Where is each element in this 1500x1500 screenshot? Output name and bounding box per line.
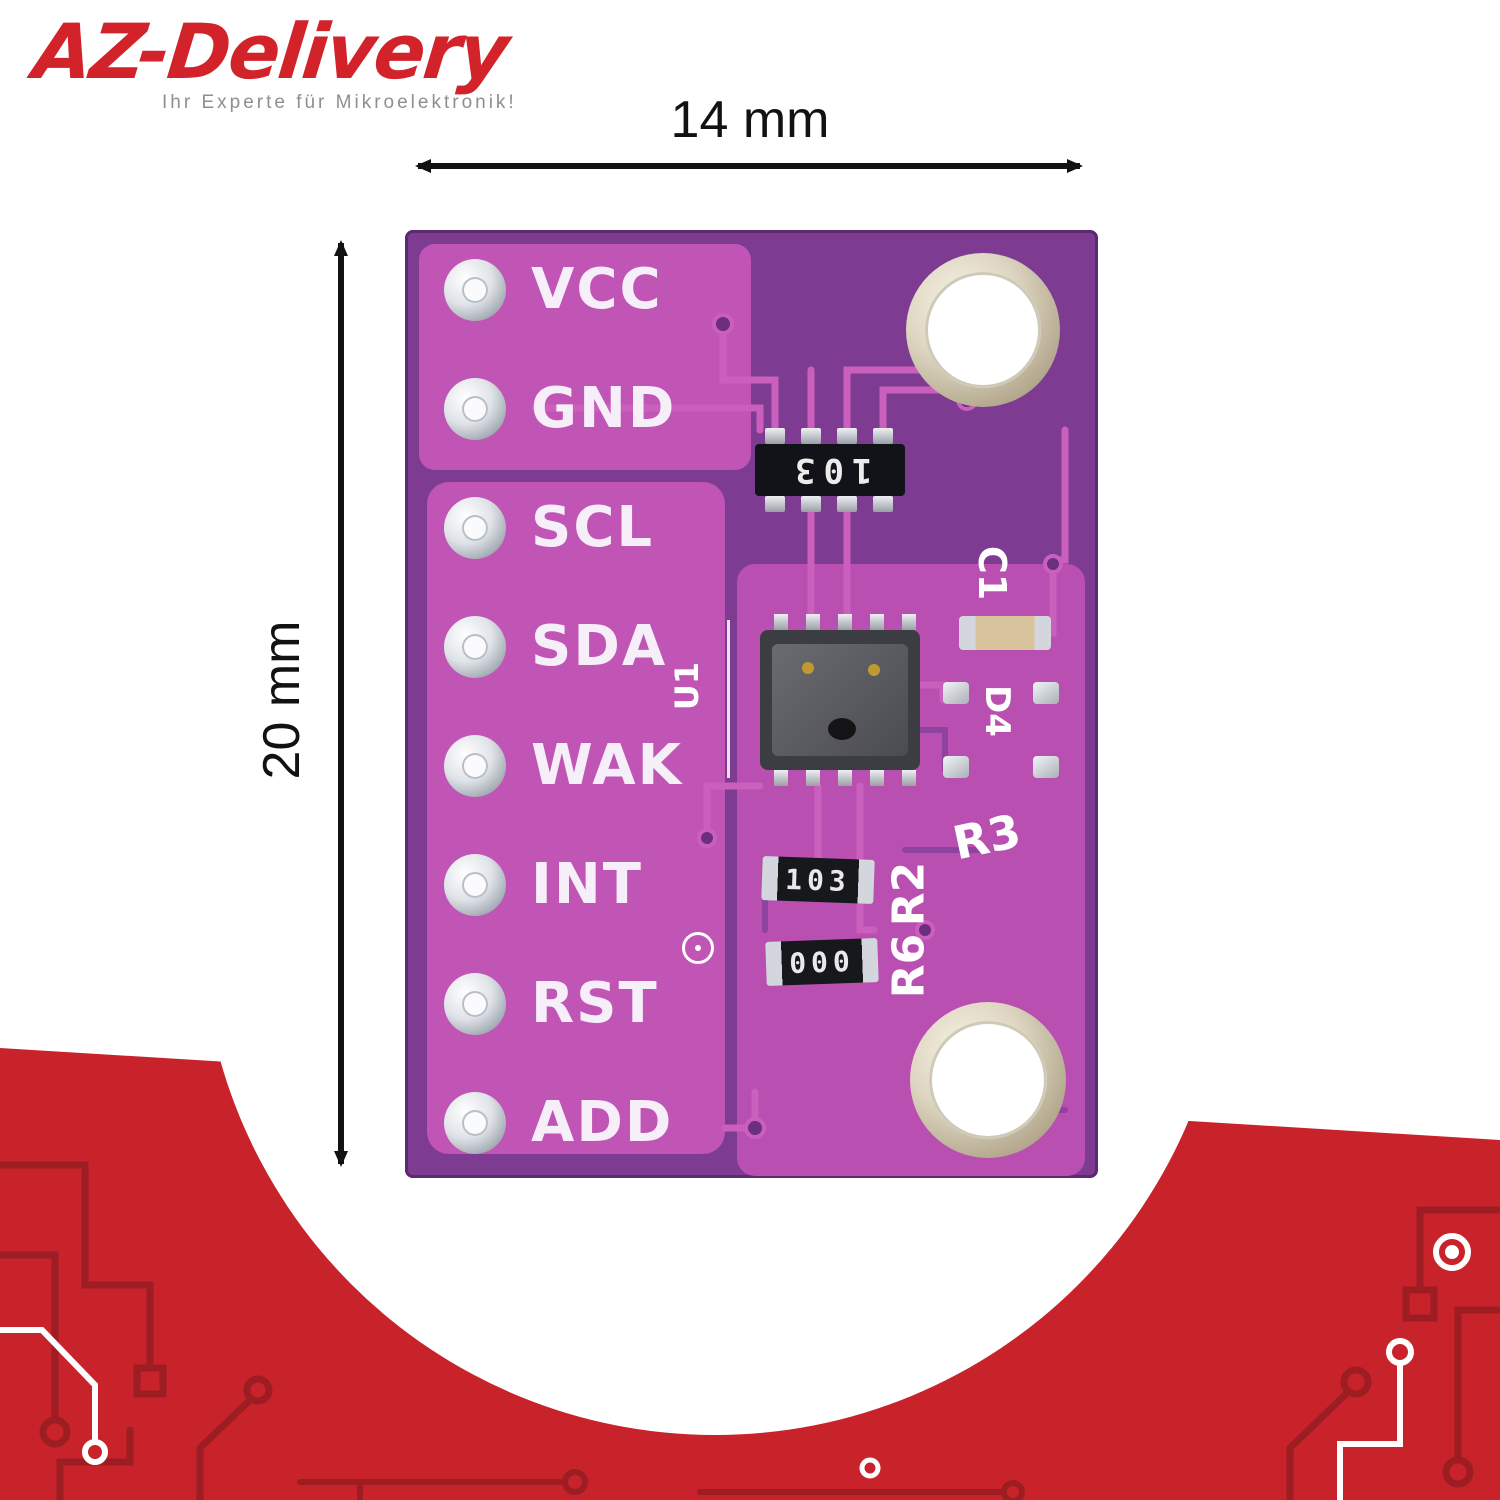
label-r6: R6 xyxy=(883,933,935,999)
solder-pad xyxy=(1033,682,1059,704)
label-d4: D4 xyxy=(976,685,1017,737)
resistor-network-marking: 103 xyxy=(787,450,873,490)
chip-pin xyxy=(774,614,788,630)
label-r3: R3 xyxy=(948,803,1026,871)
resistor-000-marking: 000 xyxy=(788,944,856,980)
circuit-traces-right xyxy=(1286,1206,1500,1500)
solder-pad xyxy=(1033,756,1059,778)
pin-label-gnd: GND xyxy=(531,376,677,441)
pin-bore xyxy=(462,634,488,660)
chip-pin xyxy=(902,770,916,786)
resistor-network: 103 xyxy=(755,444,905,496)
pin-bore xyxy=(462,991,488,1017)
chip-pin xyxy=(806,614,820,630)
chip-bond-dot xyxy=(868,664,880,676)
chip-pin xyxy=(838,614,852,630)
chip-pin xyxy=(870,614,884,630)
chip-gas-port xyxy=(828,718,856,740)
network-lead xyxy=(873,496,893,512)
pin-label-int: INT xyxy=(531,852,643,917)
solder-pad xyxy=(943,756,969,778)
network-lead xyxy=(765,496,785,512)
chip-pin xyxy=(774,770,788,786)
mounting-hole-top-bore xyxy=(925,272,1041,388)
width-dimension-label: 14 mm xyxy=(670,91,830,149)
resistor-103: 103 xyxy=(761,856,875,904)
label-r2: R2 xyxy=(883,861,935,927)
fiducial-mark xyxy=(682,932,714,964)
circuit-traces-right-white xyxy=(1337,1233,1471,1500)
copper-pour-left-band xyxy=(427,482,725,1154)
logo-tagline: Ihr Experte für Mikroelektronik! xyxy=(162,91,517,113)
pin-label-add: ADD xyxy=(531,1090,674,1155)
network-lead xyxy=(801,428,821,444)
mounting-hole-bottom-bore xyxy=(929,1021,1047,1139)
network-lead xyxy=(837,428,857,444)
chip-bond-dot xyxy=(802,662,814,674)
circuit-traces-left-white xyxy=(0,1327,108,1465)
pin-bore xyxy=(462,753,488,779)
pin-hole-sda xyxy=(444,616,506,678)
pin-hole-gnd xyxy=(444,378,506,440)
chip-pin xyxy=(870,770,884,786)
mounting-hole-top xyxy=(906,253,1060,407)
pin-bore xyxy=(462,515,488,541)
pin-hole-rst xyxy=(444,973,506,1035)
resistor-103-marking: 103 xyxy=(784,862,852,898)
circuit-traces-bottom-white xyxy=(859,1457,881,1479)
pin-bore xyxy=(462,277,488,303)
silkscreen-line xyxy=(727,620,730,778)
chip-pin xyxy=(902,614,916,630)
pin-label-rst: RST xyxy=(531,971,659,1036)
network-lead xyxy=(837,496,857,512)
pin-hole-int xyxy=(444,854,506,916)
network-lead xyxy=(765,428,785,444)
solder-pad xyxy=(943,682,969,704)
resistor-000: 000 xyxy=(765,938,879,986)
network-lead xyxy=(801,496,821,512)
chip-pin xyxy=(838,770,852,786)
pin-label-sda: SDA xyxy=(531,614,668,679)
chip-lid xyxy=(772,644,908,756)
logo-brand: AZ-Delivery xyxy=(29,7,512,96)
pin-bore xyxy=(462,872,488,898)
logo: AZ-Delivery Ihr Experte für Mikroelektro… xyxy=(29,7,517,114)
capacitor-c1 xyxy=(959,616,1051,650)
chip-pin xyxy=(806,770,820,786)
pin-hole-vcc xyxy=(444,259,506,321)
pin-label-wak: WAK xyxy=(531,733,683,798)
pin-hole-add xyxy=(444,1092,506,1154)
circuit-traces-bottom xyxy=(297,1469,1025,1500)
sensor-chip xyxy=(760,614,920,786)
network-lead xyxy=(873,428,893,444)
pin-hole-wak xyxy=(444,735,506,797)
pin-label-scl: SCL xyxy=(531,495,655,560)
pin-bore xyxy=(462,1110,488,1136)
height-dimension-label: 20 mm xyxy=(253,620,311,780)
pcb-board: 103 103 xyxy=(405,230,1098,1178)
pin-bore xyxy=(462,396,488,422)
label-u1: U1 xyxy=(668,661,707,711)
label-c1: C1 xyxy=(970,545,1015,601)
fiducial-dot xyxy=(695,945,701,951)
pin-hole-scl xyxy=(444,497,506,559)
pin-label-vcc: VCC xyxy=(531,257,663,322)
mounting-hole-bottom xyxy=(910,1002,1066,1158)
